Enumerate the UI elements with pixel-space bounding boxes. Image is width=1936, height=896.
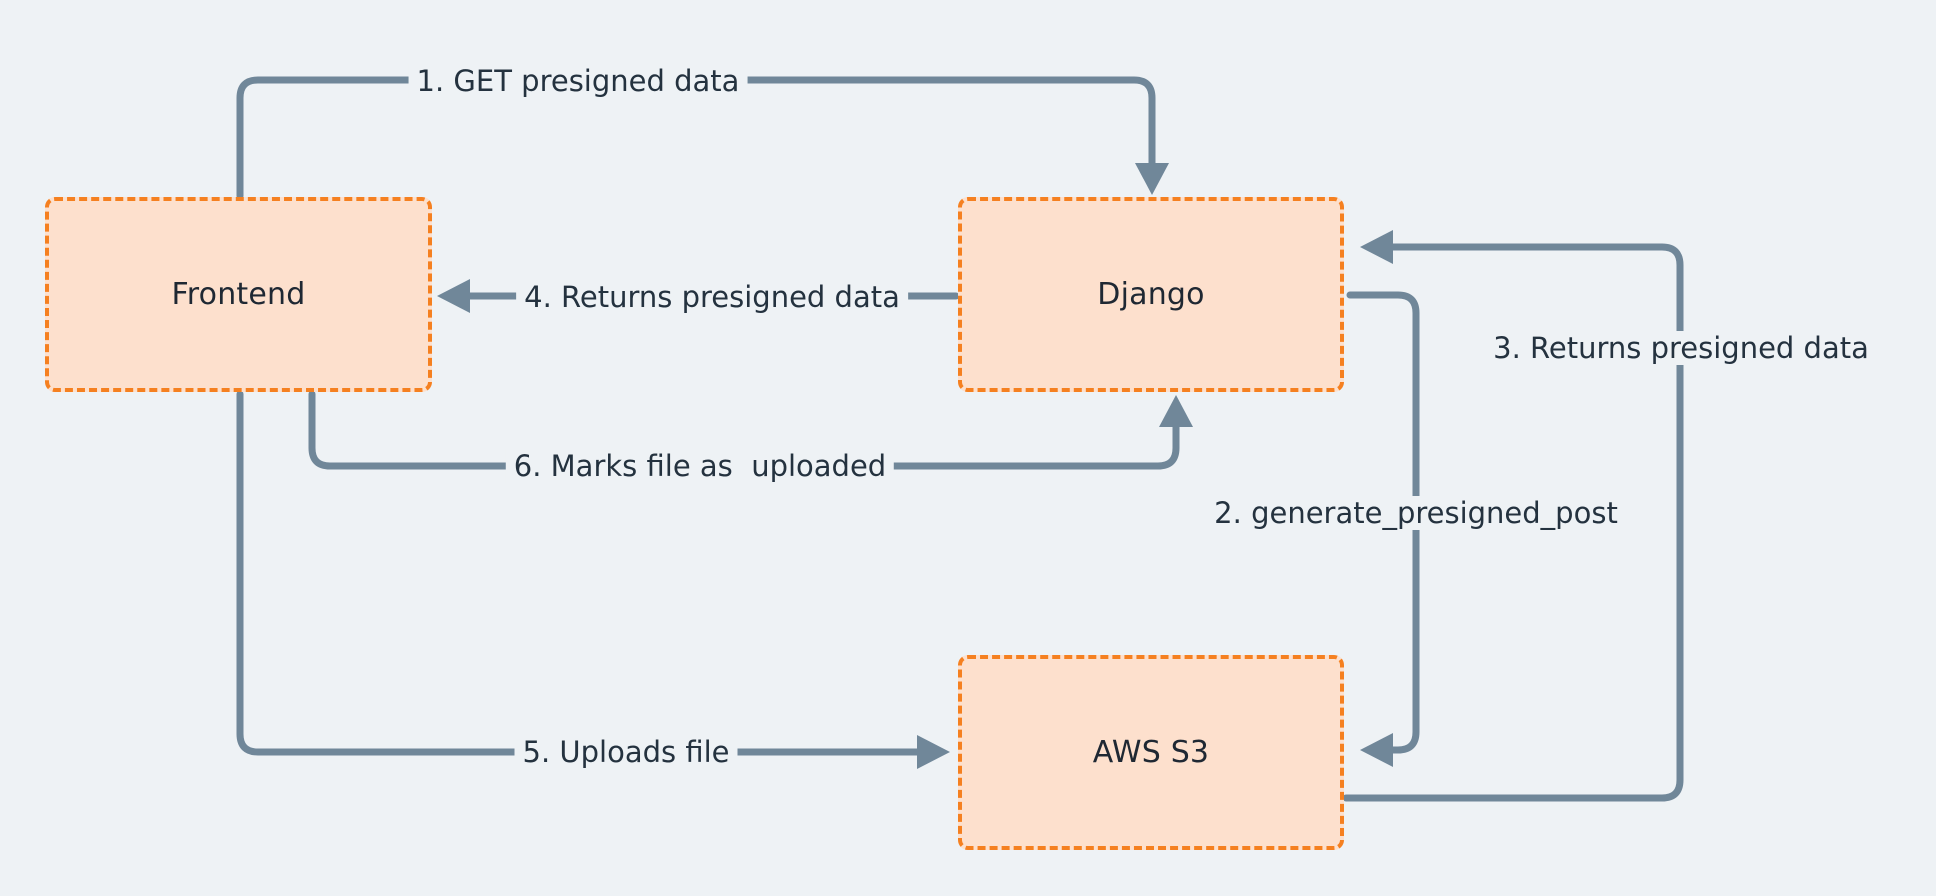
node-django-label: Django: [1097, 277, 1205, 312]
edge-label-3: 3. Returns presigned data: [1485, 331, 1877, 365]
node-aws-s3-label: AWS S3: [1092, 735, 1210, 770]
edge-5-path: [236, 390, 950, 769]
edge-3-path: [1342, 230, 1684, 802]
edge-2-path: [1346, 291, 1420, 767]
edge-6-arrowhead: [1159, 395, 1193, 427]
edge-5-arrowhead: [917, 735, 950, 769]
edge-label-1: 1. GET presigned data: [408, 64, 748, 98]
node-aws-s3[interactable]: AWS S3: [958, 655, 1344, 850]
edge-1-arrowhead: [1135, 163, 1169, 195]
edge-label-6: 6. Marks file as uploaded: [505, 449, 895, 483]
node-frontend[interactable]: Frontend: [45, 197, 432, 392]
edge-label-5: 5. Uploads file: [514, 735, 738, 769]
edge-2-arrowhead: [1360, 733, 1393, 767]
node-frontend-label: Frontend: [171, 277, 306, 312]
node-django[interactable]: Django: [958, 197, 1344, 392]
edge-4-arrowhead: [437, 279, 470, 313]
edge-label-4: 4. Returns presigned data: [516, 280, 908, 314]
edge-label-2: 2. generate_presigned_post: [1206, 496, 1626, 530]
edge-3-arrowhead: [1360, 230, 1393, 264]
